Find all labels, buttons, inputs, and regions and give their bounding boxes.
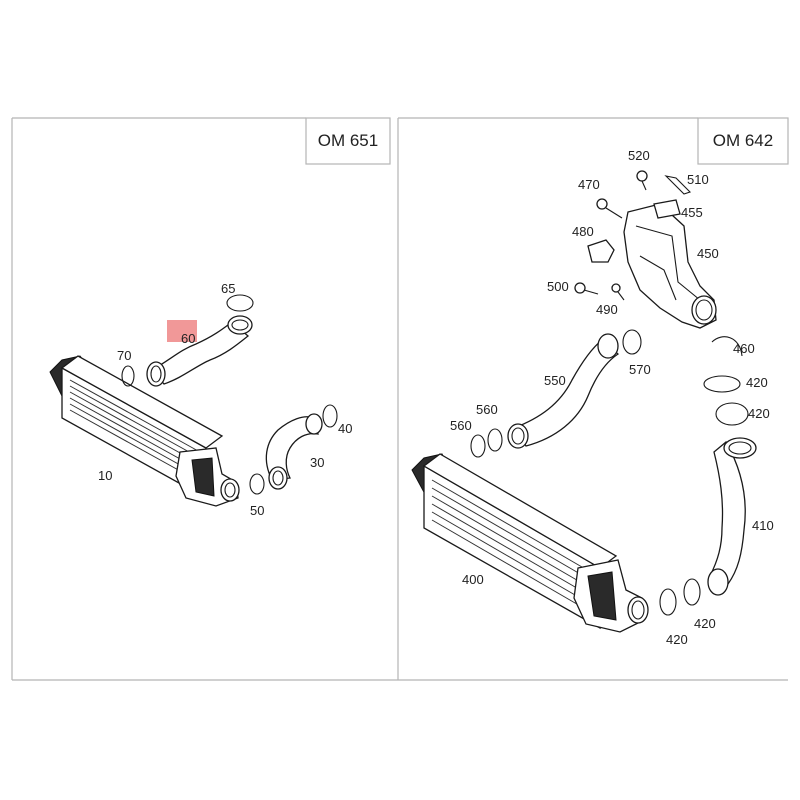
seal-ring-560a xyxy=(487,428,503,452)
bracket-510 xyxy=(664,175,692,195)
seal-ring-570 xyxy=(622,329,642,355)
callout-470: 470 xyxy=(578,177,600,192)
seal-ring-420-lower-a xyxy=(683,578,701,606)
callout-560-a: 560 xyxy=(476,402,498,417)
bolt-520 xyxy=(636,170,648,191)
engine-label-om651: OM 651 xyxy=(318,131,378,150)
charge-air-hose-550 xyxy=(507,333,620,449)
charge-air-hose-410 xyxy=(707,437,757,596)
seal-ring-50 xyxy=(249,473,265,495)
highlight-marker-60 xyxy=(167,320,197,342)
charge-air-hose-30 xyxy=(265,413,323,490)
callout-420-b: 420 xyxy=(748,406,770,421)
bolt-470 xyxy=(596,198,623,219)
seal-ring-420-upper-a xyxy=(703,375,741,393)
callout-480: 480 xyxy=(572,224,594,239)
seal-ring-70 xyxy=(121,365,135,387)
clamp-460 xyxy=(711,336,743,357)
engine-label-om642: OM 642 xyxy=(713,131,773,150)
callouts-om651: 65 60 70 10 40 30 50 xyxy=(98,281,352,518)
intercooler-fins xyxy=(69,379,201,483)
callout-510: 510 xyxy=(687,172,709,187)
seal-ring-420-upper-b xyxy=(715,402,749,426)
callout-490: 490 xyxy=(596,302,618,317)
callout-70: 70 xyxy=(117,348,131,363)
callout-410: 410 xyxy=(752,518,774,533)
callout-560-b: 560 xyxy=(450,418,472,433)
seal-ring-40 xyxy=(322,404,338,428)
bracket-480 xyxy=(587,239,615,263)
bolt-490 xyxy=(611,283,625,301)
callout-60: 60 xyxy=(181,331,195,346)
intercooler-fins-om642 xyxy=(431,479,595,615)
callout-455: 455 xyxy=(681,205,703,220)
callouts-om642: 520 470 510 455 480 450 500 490 460 570 … xyxy=(450,148,774,647)
callout-420-c: 420 xyxy=(694,616,716,631)
seal-ring-420-lower-b xyxy=(659,588,677,616)
bolt-500 xyxy=(574,282,599,295)
callout-500: 500 xyxy=(547,279,569,294)
charge-air-hose-60 xyxy=(146,315,253,387)
callout-550: 550 xyxy=(544,373,566,388)
seal-ring-65 xyxy=(226,294,254,312)
callout-450: 450 xyxy=(697,246,719,261)
callout-30: 30 xyxy=(310,455,324,470)
callout-520: 520 xyxy=(628,148,650,163)
intercooler-om642 xyxy=(411,453,649,633)
callout-40: 40 xyxy=(338,421,352,436)
engine-label-box-om642: OM 642 xyxy=(697,117,789,165)
callout-400: 400 xyxy=(462,572,484,587)
panel-frames xyxy=(11,117,788,681)
callout-50: 50 xyxy=(250,503,264,518)
callout-65: 65 xyxy=(221,281,235,296)
gasket-455 xyxy=(653,199,681,219)
callout-570: 570 xyxy=(629,362,651,377)
intercooler-om651 xyxy=(49,355,240,507)
callout-420-d: 420 xyxy=(666,632,688,647)
charge-air-housing-450 xyxy=(623,203,717,329)
callout-10: 10 xyxy=(98,468,112,483)
callout-420-a: 420 xyxy=(746,375,768,390)
seal-ring-560b xyxy=(470,434,486,458)
engine-label-box-om651: OM 651 xyxy=(305,117,391,165)
callout-460: 460 xyxy=(733,341,755,356)
